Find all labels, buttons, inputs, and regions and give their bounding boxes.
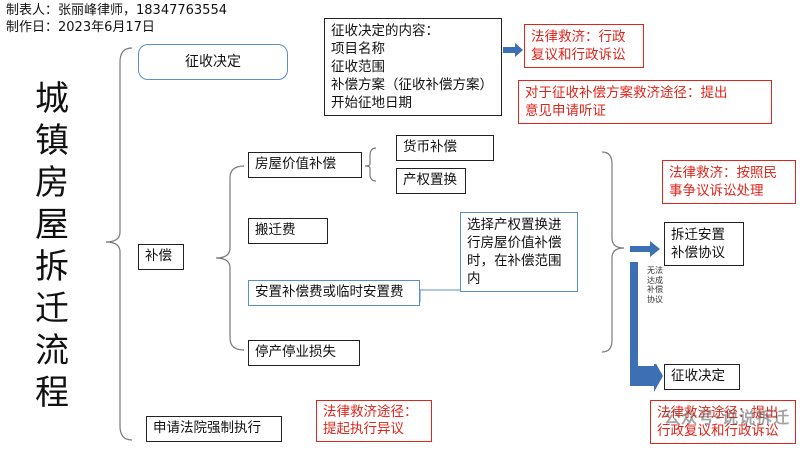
diagram-title: 城镇房屋拆迁流程 <box>35 79 69 413</box>
node-no-agreement: 无法达成补偿协议 <box>647 266 663 304</box>
node-property-swap: 产权置换 <box>396 168 466 194</box>
node-court-enforce: 申请法院强制执行 <box>146 416 282 442</box>
right-brace <box>601 151 625 353</box>
node-agreement: 拆迁安置 补偿协议 <box>664 222 744 266</box>
node-final-decision: 征收决定 <box>664 364 740 390</box>
node-remedy-admin: 法律救济：行政 复议和行政诉讼 <box>524 24 644 68</box>
node-remedy-objection: 法律救济途径： 提起执行异议 <box>316 400 432 442</box>
watermark-text: 公众号·说说拆迁 <box>664 408 791 427</box>
node-relocation-fee: 搬迁费 <box>248 218 328 244</box>
house-value-brace <box>364 147 377 182</box>
arrow-to-final-decision <box>630 262 663 392</box>
node-business-loss: 停产停业损失 <box>248 340 360 366</box>
node-swap-note: 选择产权置换进 行房屋价值补偿 时，在补偿范围 内 <box>460 212 578 292</box>
node-remedy-civil: 法律救济：按照民 事争议诉讼处理 <box>662 160 796 204</box>
node-buchang: 补偿 <box>138 244 184 270</box>
node-house-value: 房屋价值补偿 <box>248 152 362 178</box>
arrow-to-agreement <box>630 241 660 257</box>
main-brace <box>105 47 133 441</box>
compensation-brace <box>215 165 245 351</box>
node-zhengshou-jueding: 征收决定 <box>138 44 288 80</box>
node-currency: 货币补偿 <box>396 135 494 161</box>
node-decision-content: 征收决定的内容： 项目名称 征收范围 补偿方案（征收补偿方案） 开始征地日期 <box>324 18 502 116</box>
node-remedy-final: 法律救济途径：提出 行政复议和行政诉讼 <box>650 400 796 444</box>
node-resettlement-fee: 安置补偿费或临时安置费 <box>248 280 420 306</box>
date-line: 制作日：2023年6月17日 <box>6 20 155 35</box>
node-remedy-hearing: 对于征收补偿方案救济途径：提出 意见申请听证 <box>518 80 772 124</box>
author-line: 制表人：张丽峰律师，18347763554 <box>6 3 227 18</box>
arrow-to-remedy-admin <box>503 43 523 57</box>
